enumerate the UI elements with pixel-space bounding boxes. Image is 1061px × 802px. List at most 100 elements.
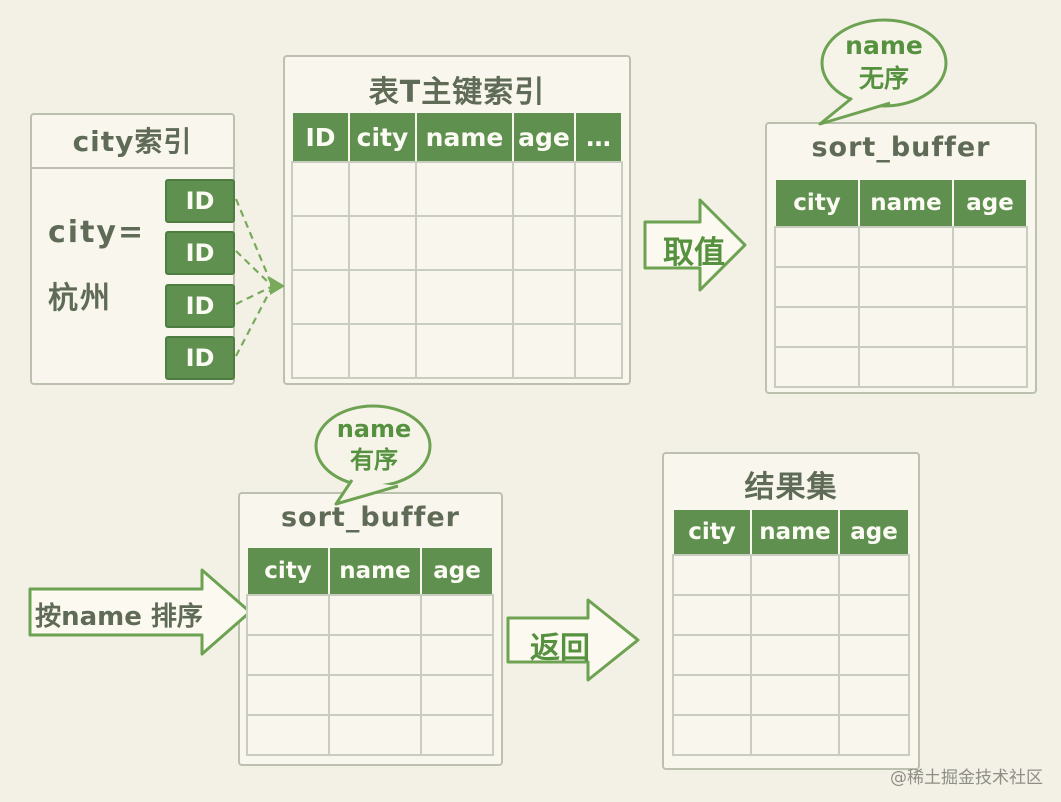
bubble-ordered-text: name 有序 bbox=[320, 414, 428, 476]
result-set-header: city name age bbox=[674, 510, 908, 554]
empty-cell bbox=[840, 596, 908, 634]
column-header-age: age bbox=[954, 180, 1026, 226]
city-condition-line1: city= bbox=[48, 215, 146, 250]
empty-cell bbox=[752, 716, 838, 754]
empty-cell bbox=[417, 217, 512, 269]
city-condition-line2: 杭州 bbox=[48, 281, 112, 316]
empty-cell bbox=[840, 716, 908, 754]
empty-cell bbox=[350, 271, 415, 323]
column-header-name: name bbox=[860, 180, 952, 226]
empty-cell bbox=[248, 636, 328, 674]
column-header-city: city bbox=[248, 548, 328, 594]
empty-cell bbox=[514, 217, 574, 269]
empty-cell bbox=[293, 163, 348, 215]
empty-cell bbox=[330, 636, 420, 674]
sort-by-name-label: 按name 排序 bbox=[35, 602, 203, 632]
empty-cell bbox=[514, 163, 574, 215]
empty-cell bbox=[330, 716, 420, 754]
column-header-name: name bbox=[417, 113, 512, 161]
empty-cell bbox=[576, 325, 621, 377]
sort-buffer-top-title: sort_buffer bbox=[811, 132, 991, 163]
empty-cell bbox=[350, 325, 415, 377]
empty-cell bbox=[422, 676, 492, 714]
empty-cell bbox=[350, 163, 415, 215]
empty-cell bbox=[860, 308, 952, 346]
take-value-label: 取值 bbox=[663, 235, 725, 271]
result-set-table: city name age bbox=[672, 510, 910, 756]
empty-cell bbox=[330, 596, 420, 634]
empty-cell bbox=[293, 271, 348, 323]
primary-index-table: ID city name age … bbox=[291, 113, 623, 379]
sort-buffer-bottom-table: city name age bbox=[246, 548, 494, 756]
primary-index-body bbox=[291, 161, 623, 379]
empty-cell bbox=[417, 271, 512, 323]
speech-bubble-unordered-tail bbox=[818, 96, 891, 126]
result-set-title: 结果集 bbox=[744, 470, 838, 505]
empty-cell bbox=[576, 271, 621, 323]
empty-cell bbox=[248, 596, 328, 634]
empty-cell bbox=[417, 163, 512, 215]
sort-buffer-top-table: city name age bbox=[774, 180, 1028, 388]
empty-cell bbox=[330, 676, 420, 714]
empty-cell bbox=[840, 636, 908, 674]
empty-cell bbox=[840, 676, 908, 714]
empty-cell bbox=[860, 348, 952, 386]
empty-cell bbox=[954, 268, 1026, 306]
column-header-age: age bbox=[514, 113, 574, 161]
sort-buffer-bottom-header: city name age bbox=[248, 548, 492, 594]
empty-cell bbox=[350, 217, 415, 269]
empty-cell bbox=[514, 325, 574, 377]
city-index-box: city索引 city= 杭州 ID ID ID ID bbox=[30, 113, 235, 385]
empty-cell bbox=[417, 325, 512, 377]
empty-cell bbox=[422, 716, 492, 754]
empty-cell bbox=[776, 308, 858, 346]
sort-buffer-bottom-title: sort_buffer bbox=[280, 502, 460, 533]
empty-cell bbox=[840, 556, 908, 594]
empty-cell bbox=[860, 268, 952, 306]
id-cell: ID bbox=[165, 336, 235, 380]
empty-cell bbox=[954, 308, 1026, 346]
empty-cell bbox=[576, 163, 621, 215]
empty-cell bbox=[752, 596, 838, 634]
empty-cell bbox=[674, 716, 750, 754]
id-cell: ID bbox=[165, 284, 235, 328]
empty-cell bbox=[293, 325, 348, 377]
column-header-name: name bbox=[330, 548, 420, 594]
column-header-city: city bbox=[776, 180, 858, 226]
bubble-ordered-line2: 有序 bbox=[350, 446, 398, 475]
empty-cell bbox=[422, 596, 492, 634]
bubble-ordered-line1: name bbox=[336, 415, 412, 443]
bubble-unordered-text: name 无序 bbox=[822, 30, 946, 95]
return-label: 返回 bbox=[530, 631, 590, 666]
city-index-title: city索引 bbox=[32, 115, 233, 169]
column-header-more: … bbox=[576, 113, 621, 161]
id-cell: ID bbox=[165, 179, 235, 223]
empty-cell bbox=[752, 636, 838, 674]
empty-cell bbox=[514, 271, 574, 323]
empty-cell bbox=[752, 676, 838, 714]
bubble-unordered-line1: name bbox=[845, 31, 923, 60]
primary-index-header: ID city name age … bbox=[293, 113, 621, 161]
empty-cell bbox=[248, 676, 328, 714]
watermark: @稀土掘金技术社区 bbox=[890, 768, 1043, 788]
empty-cell bbox=[752, 556, 838, 594]
empty-cell bbox=[860, 228, 952, 266]
empty-cell bbox=[576, 217, 621, 269]
empty-cell bbox=[776, 228, 858, 266]
sort-buffer-top-header: city name age bbox=[776, 180, 1026, 226]
column-header-name: name bbox=[752, 510, 838, 554]
id-lookup-dashed-lines bbox=[234, 198, 273, 357]
empty-cell bbox=[674, 596, 750, 634]
empty-cell bbox=[422, 636, 492, 674]
empty-cell bbox=[293, 217, 348, 269]
column-header-id: ID bbox=[293, 113, 348, 161]
empty-cell bbox=[674, 556, 750, 594]
empty-cell bbox=[674, 636, 750, 674]
sort-buffer-top-body bbox=[774, 226, 1028, 388]
empty-cell bbox=[954, 348, 1026, 386]
column-header-city: city bbox=[350, 113, 415, 161]
id-cell: ID bbox=[165, 231, 235, 275]
column-header-age: age bbox=[422, 548, 492, 594]
empty-cell bbox=[776, 348, 858, 386]
